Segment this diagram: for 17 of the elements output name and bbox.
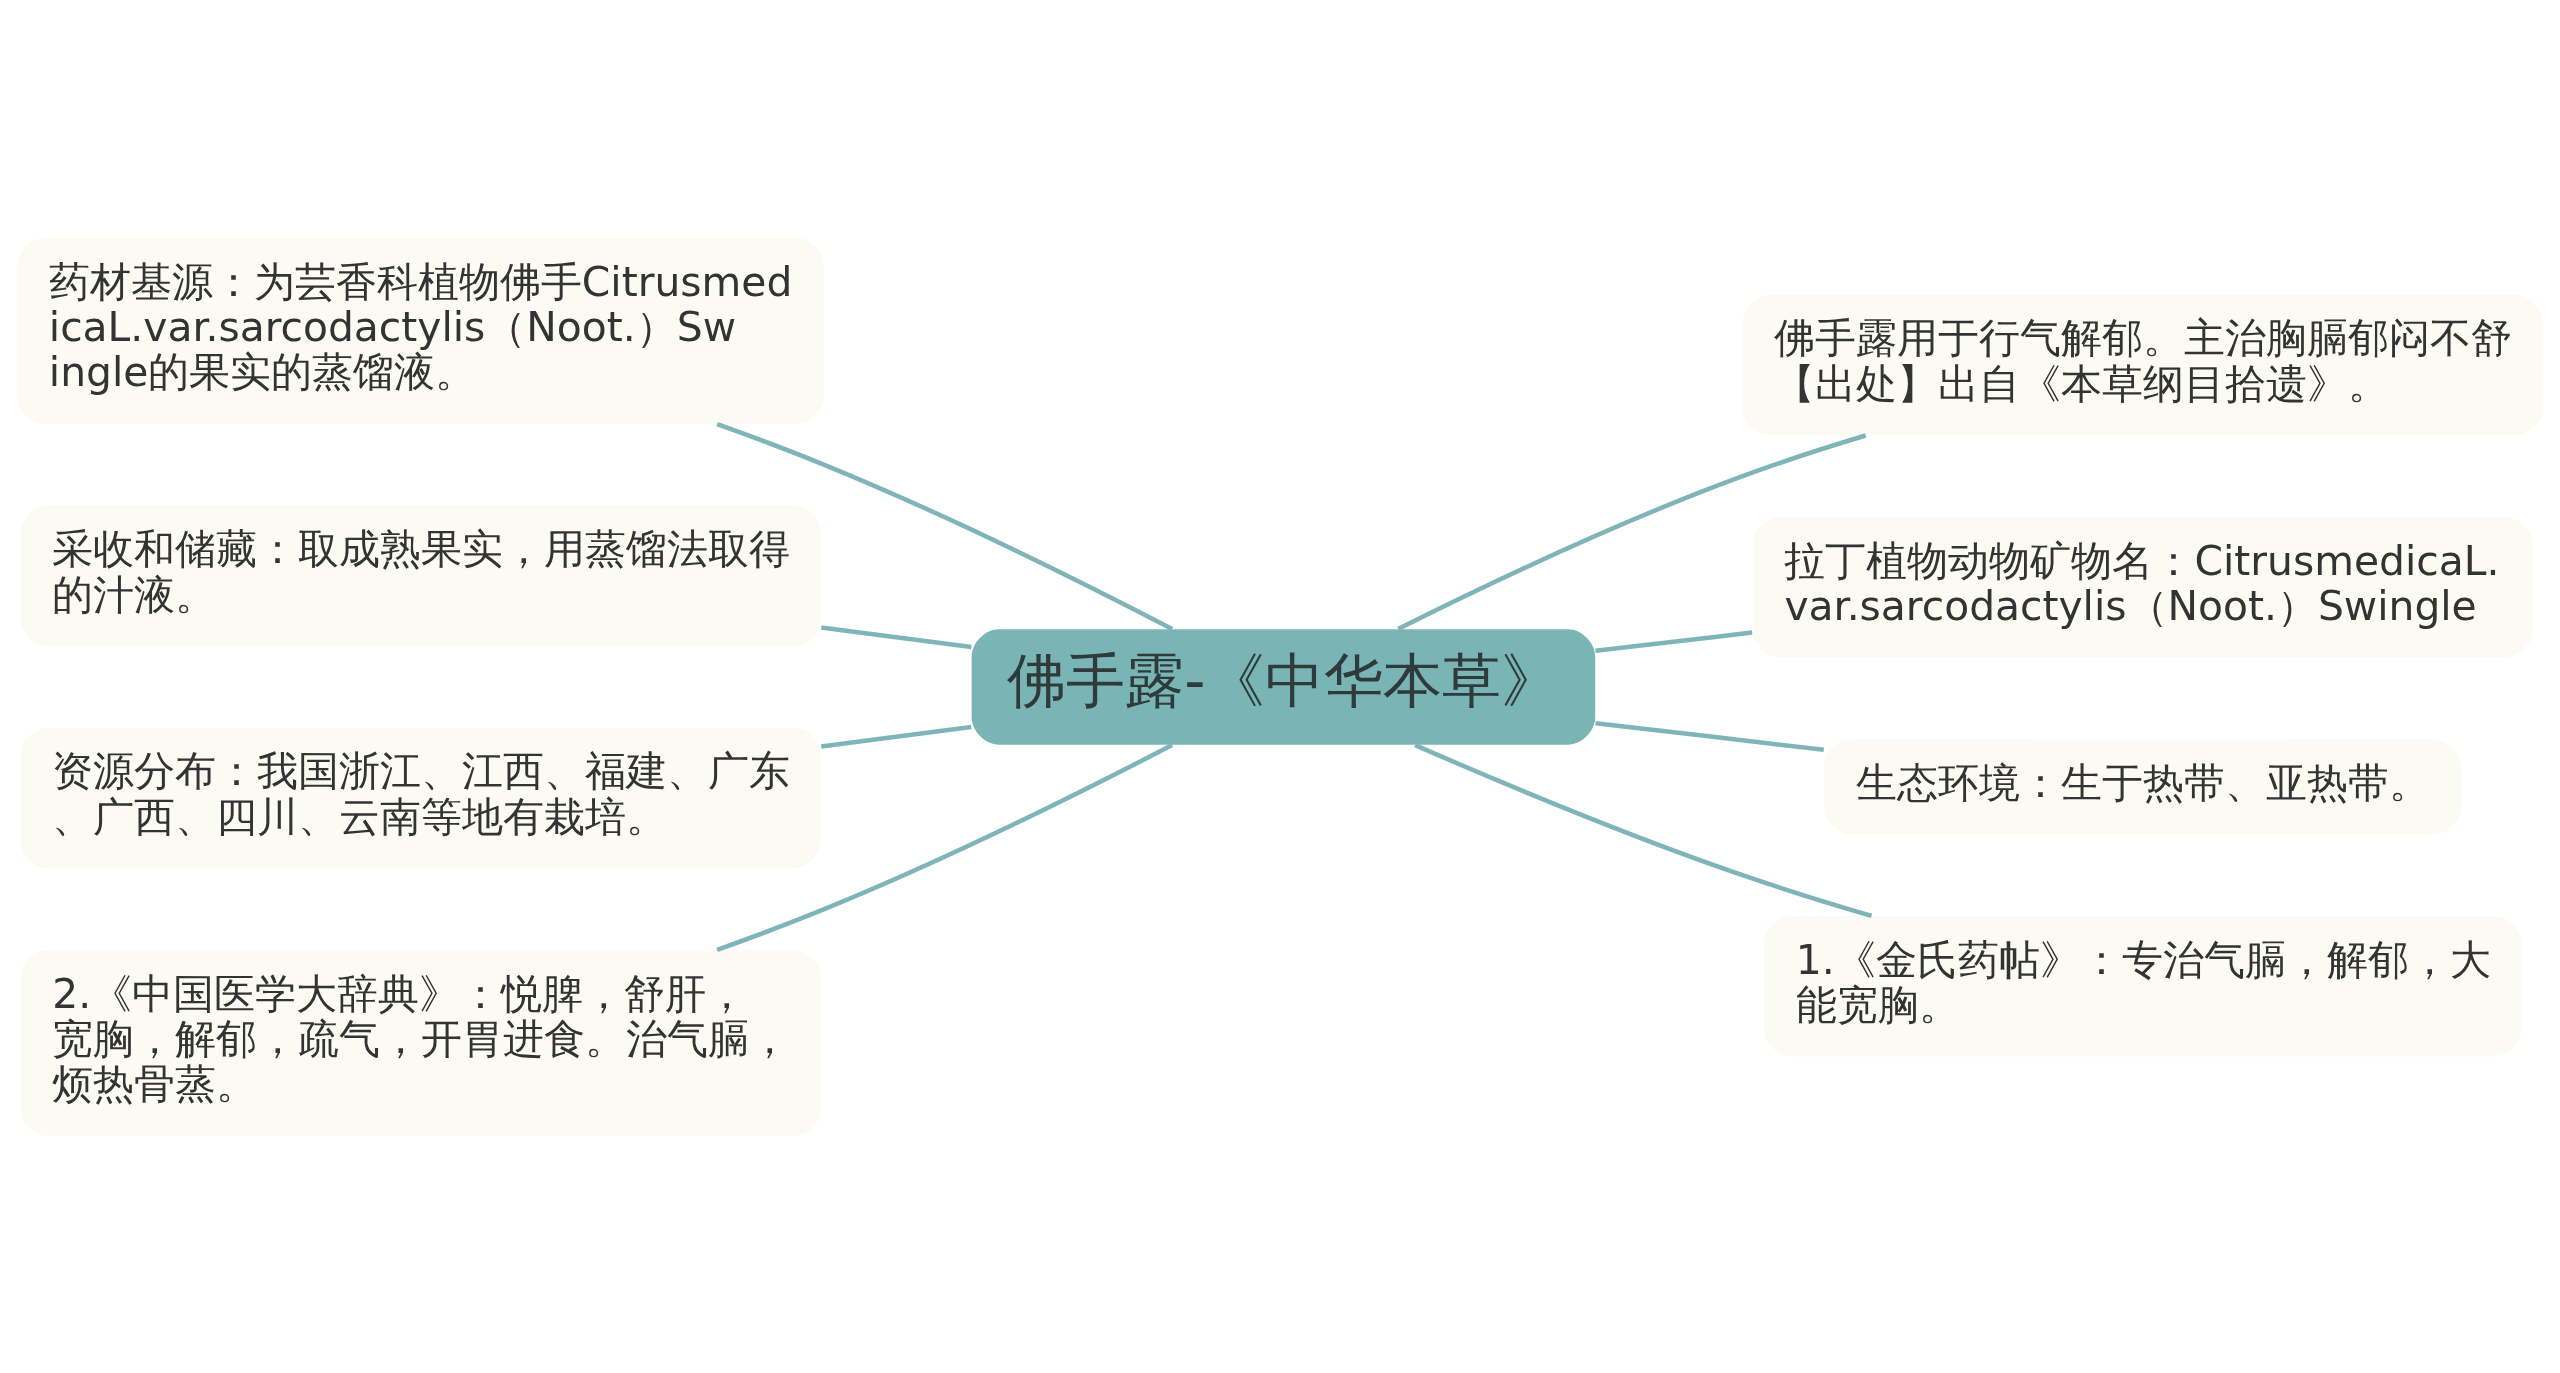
connector xyxy=(1595,629,1753,653)
node-box: 生态环境：生于热带、亚热带。 xyxy=(1824,738,2462,834)
node-box: 采收和储藏：取成熟果实，用蒸馏法取得的汁液。 xyxy=(20,505,821,646)
connector xyxy=(1397,432,1867,631)
node-box: 2.《中国医学大辞典》：悦脾，舒肝，宽胸，解郁，疏气，开胃进食。治气膈，烦热骨蒸。 xyxy=(20,949,821,1136)
node-box: 资源分布：我国浙江、江西、福建、广东、广西、四川、云南等地有栽培。 xyxy=(20,727,821,868)
node-box: 1.《金氏药帖》：专治气膈，解郁，大能宽胸。 xyxy=(1764,915,2522,1057)
node-box: 药材基源：为芸香科植物佛手CitrusmedicaL.var.sarcodactylis（Noot.）Swingle的果实的蒸馏液。 xyxy=(17,237,825,424)
node-box: 拉丁植物动物矿物名：CitrusmedicaL.var.sarcodactylis（Noot.）Swingle xyxy=(1752,516,2533,657)
connector xyxy=(821,724,972,749)
node-box: 佛手露-《中华本草》 xyxy=(971,628,1596,745)
connector xyxy=(821,624,972,649)
connector xyxy=(1414,742,1873,918)
connector xyxy=(1595,720,1825,752)
connector xyxy=(716,421,1174,631)
node-box: 佛手露用于行气解郁。主治胸膈郁闷不舒【出处】出自《本草纲目拾遗》。 xyxy=(1742,294,2543,435)
connector xyxy=(716,742,1174,952)
